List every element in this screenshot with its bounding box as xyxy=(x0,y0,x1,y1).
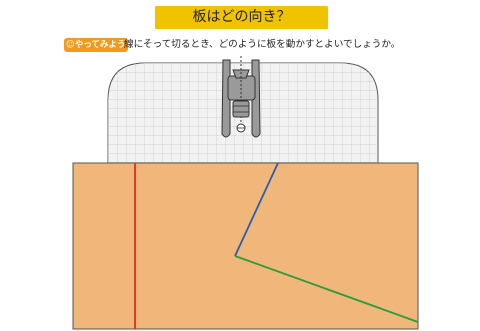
cut-line-blue xyxy=(234,162,279,257)
saw-blade-guide-icon xyxy=(221,56,261,138)
try-it-badge: ☺やってみよう xyxy=(64,38,129,52)
cut-line-green xyxy=(234,255,419,323)
instruction-text: 線にそって切るとき、どのように板を動かすとよいでしょうか。 xyxy=(124,39,401,50)
page-title: 板はどの向き？ xyxy=(155,6,328,29)
